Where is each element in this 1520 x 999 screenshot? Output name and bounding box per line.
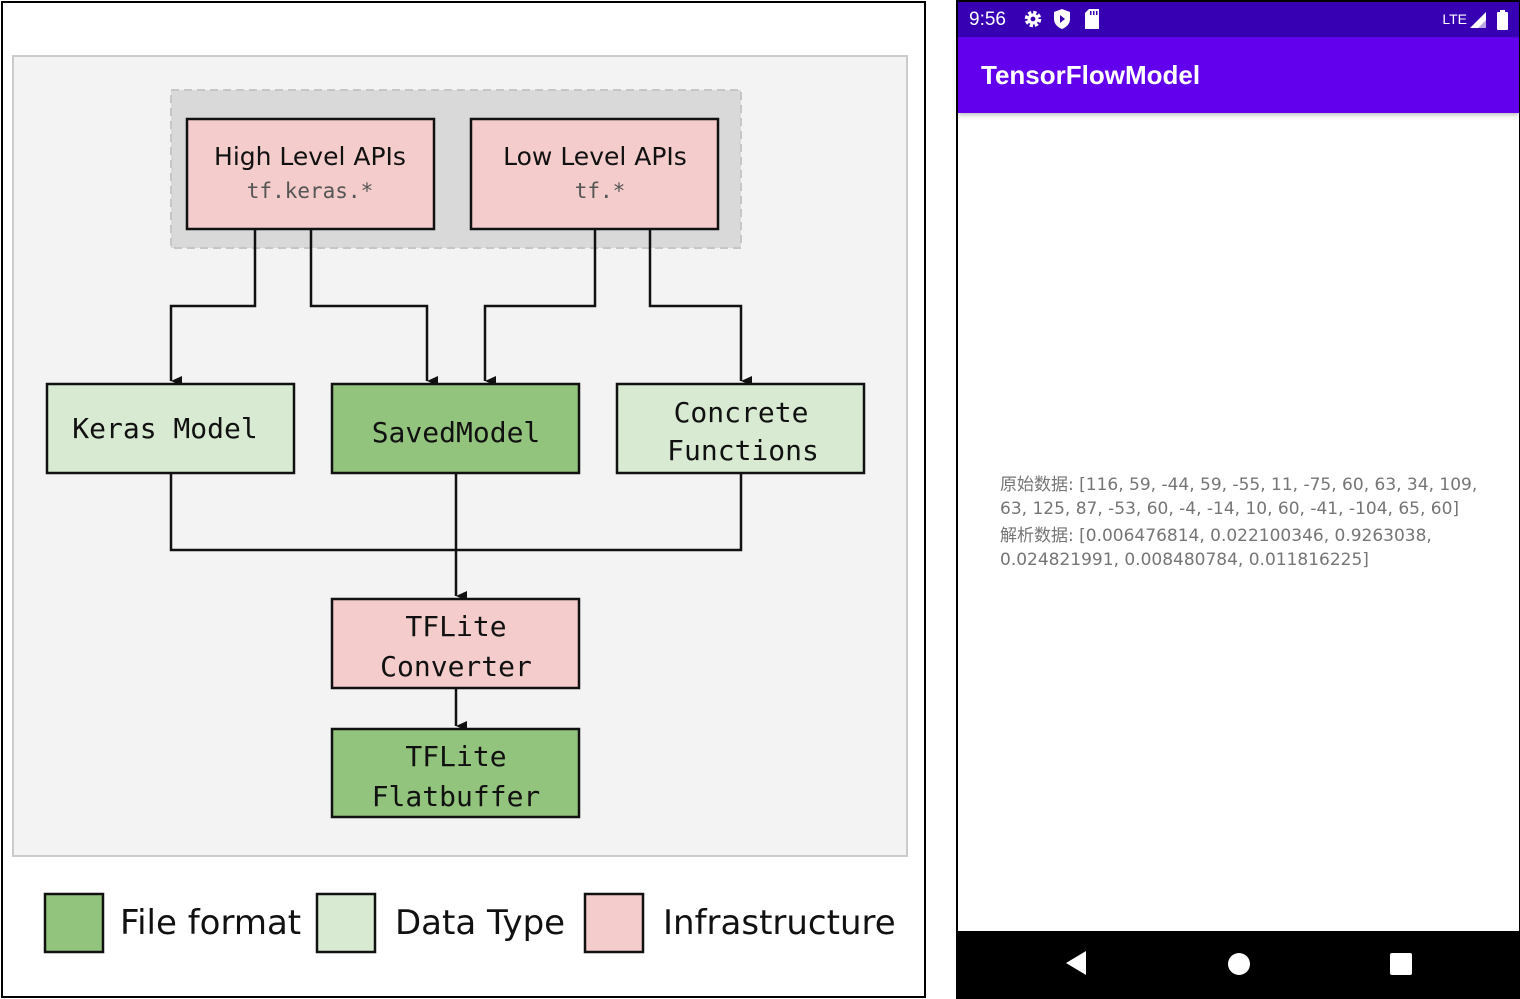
- legend-label-file-format: File format: [120, 903, 301, 943]
- high-level-apis-subtitle: tf.keras.*: [247, 179, 373, 203]
- legend-label-data-type: Data Type: [395, 903, 565, 943]
- node-high-level-apis: High Level APIs tf.keras.*: [185, 117, 436, 231]
- line-keras-merge: [169, 473, 456, 552]
- android-screen: 9:56 LTE: [956, 0, 1520, 999]
- legend-swatch-file-format: [43, 892, 105, 954]
- savedmodel-label: SavedModel: [372, 416, 541, 449]
- raw-data-line-2: 63, 125, 87, -53, 60, -4, -14, 10, 60, -…: [1000, 498, 1460, 519]
- node-low-level-apis: Low Level APIs tf.*: [469, 117, 720, 231]
- tflite-diagram: High Level APIs tf.keras.* Low Level API…: [12, 55, 908, 954]
- high-level-apis-title: High Level APIs: [214, 142, 406, 171]
- node-savedmodel: SavedModel: [330, 382, 581, 475]
- connector-lines: [169, 229, 752, 731]
- raw-data-line-1: 原始数据: [116, 59, -44, 59, -55, 11, -75, 6…: [1000, 475, 1478, 495]
- sd-card-icon: [1084, 8, 1100, 34]
- tflite-flatbuffer-line1: TFLite: [405, 740, 506, 773]
- concrete-functions-line2: Functions: [667, 434, 819, 467]
- concrete-functions-line1: Concrete: [674, 396, 809, 429]
- tflite-flatbuffer-line2: Flatbuffer: [372, 780, 541, 813]
- app-title: TensorFlowModel: [981, 60, 1201, 90]
- legend: File format Data Type Infrastructure: [43, 892, 896, 954]
- navigation-bar: [958, 931, 1519, 997]
- line-concrete-merge: [456, 473, 743, 552]
- keras-model-label: Keras Model: [72, 412, 257, 445]
- result-text: 原始数据: [116, 59, -44, 59, -55, 11, -75, 6…: [1000, 474, 1480, 572]
- app-bar: TensorFlowModel: [958, 37, 1519, 113]
- legend-item-file-format: File format: [43, 892, 301, 954]
- legend-swatch-data-type: [315, 892, 377, 954]
- status-bar: 9:56 LTE: [958, 2, 1519, 37]
- arrow-low-to-concrete: [648, 229, 752, 386]
- low-level-apis-subtitle: tf.*: [575, 179, 626, 203]
- legend-item-infrastructure: Infrastructure: [583, 892, 896, 954]
- network-type: LTE: [1442, 11, 1467, 27]
- tflite-converter-line1: TFLite: [405, 610, 506, 643]
- arrow-high-to-savedmodel: [309, 229, 438, 386]
- node-concrete-functions: Concrete Functions: [615, 382, 866, 475]
- legend-label-infrastructure: Infrastructure: [663, 903, 896, 943]
- node-tflite-flatbuffer: TFLite Flatbuffer: [330, 727, 581, 819]
- parsed-data-line-1: 解析数据: [0.006476814, 0.022100346, 0.92630…: [1000, 526, 1432, 546]
- tflite-diagram-panel: High Level APIs tf.keras.* Low Level API…: [1, 1, 926, 998]
- node-keras-model: Keras Model: [45, 382, 296, 475]
- back-icon[interactable]: [1064, 949, 1090, 981]
- battery-icon: [1497, 10, 1508, 34]
- recents-icon[interactable]: [1389, 952, 1413, 980]
- arrow-high-to-keras: [169, 229, 257, 386]
- low-level-apis-title: Low Level APIs: [503, 142, 687, 171]
- arrow-low-to-savedmodel: [483, 229, 597, 386]
- status-time: 9:56: [969, 9, 1006, 30]
- tflite-converter-line2: Converter: [380, 650, 532, 683]
- node-tflite-converter: TFLite Converter: [330, 597, 581, 690]
- home-icon[interactable]: [1227, 952, 1251, 980]
- shield-icon: [1052, 8, 1072, 34]
- gear-icon: [1022, 8, 1044, 34]
- signal-icon: [1469, 11, 1487, 33]
- legend-item-data-type: Data Type: [315, 892, 565, 954]
- parsed-data-line-2: 0.024821991, 0.008480784, 0.011816225]: [1000, 549, 1369, 570]
- legend-swatch-infrastructure: [583, 892, 645, 954]
